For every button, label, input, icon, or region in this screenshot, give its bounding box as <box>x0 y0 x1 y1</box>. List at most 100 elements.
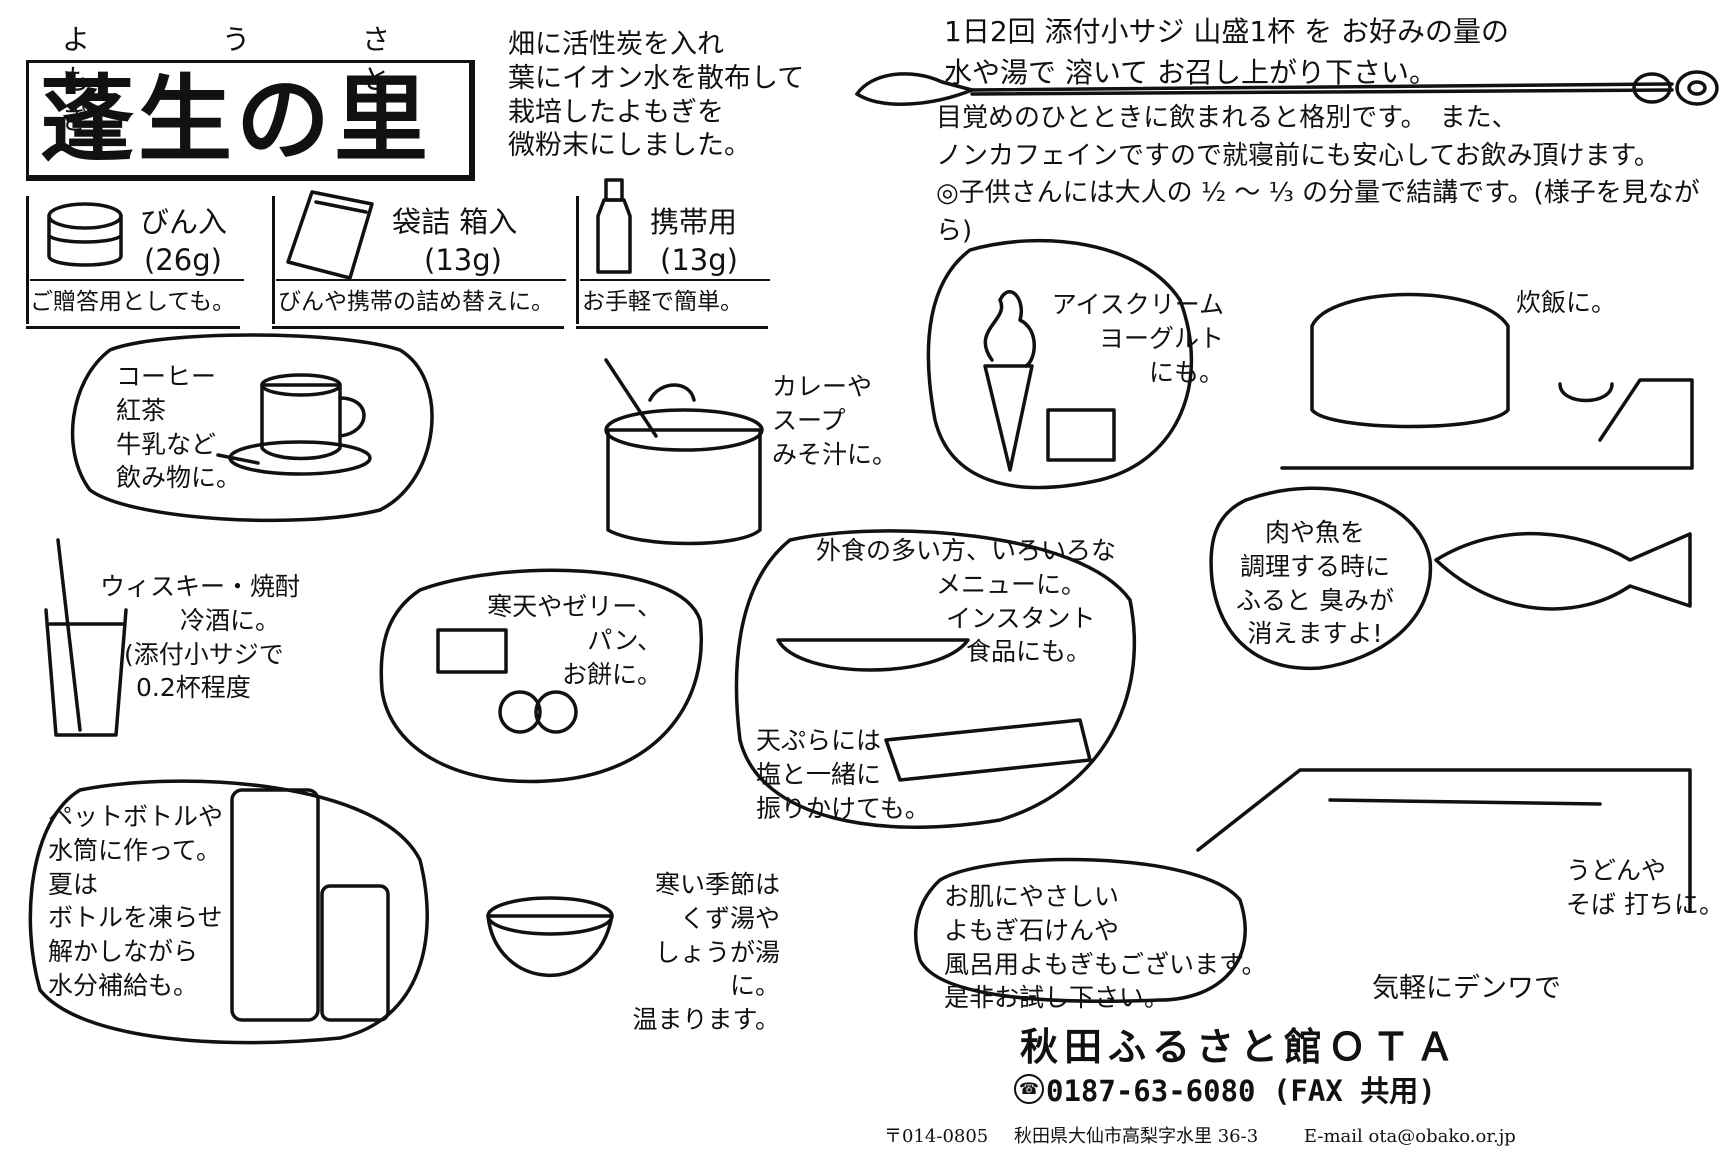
package-note: お手軽で簡単。 <box>582 289 743 315</box>
udon-note: うどんや そば 打ちに。 <box>1566 854 1724 922</box>
note-line: 外食の多い方、いろいろな <box>816 536 1117 565</box>
fish-note: 肉や魚を 調理する時に ふると 臭みが 消えますよ! <box>1220 516 1410 651</box>
note-line: 水筒に作って。 <box>48 835 222 865</box>
note-line: ボトルを凍らせ <box>48 903 223 933</box>
note-line: お餅に。 <box>561 659 662 689</box>
address: 秋田県大仙市高梨字水里 36-3 <box>1013 1126 1259 1147</box>
curry-note: カレーや スープ みそ汁に。 <box>772 370 897 471</box>
divider <box>276 279 566 281</box>
spoon-icon <box>855 70 1719 106</box>
usage-note: ◎子供さんには大人の ½ 〜 ⅓ の分量で結講です。(様子を見ながら) <box>936 178 1700 247</box>
package-name: 携帯用 <box>650 205 738 239</box>
usage-notes: 目覚めのひとときに飲まれると格別です。 また、 ノンカフェインですので就寝前にも… <box>936 100 1716 251</box>
note-line: 肉や魚を <box>1264 518 1365 547</box>
note-line: 温まります。 <box>632 1005 780 1034</box>
address-line: 〒014-0805 秋田県大仙市高梨字水里 36-3 E-mail ota@ob… <box>884 1122 1516 1148</box>
usage-note: 目覚めのひとときに飲まれると格別です。 また、 <box>936 103 1518 133</box>
note-line: 是非お試し下さい。 <box>944 983 1170 1013</box>
note-line: くず湯や <box>679 903 780 933</box>
intro-line: 畑に活性炭を入れ <box>508 29 724 60</box>
bottle-icon <box>596 178 632 274</box>
shop-name: 秋田ふるさと館ＯＴＡ <box>1020 1024 1461 1069</box>
note-line: 天ぷらには <box>756 726 882 755</box>
package-note: びんや携帯の詰め替えに。 <box>278 289 554 315</box>
note-line: アイスクリーム <box>1051 290 1224 319</box>
note-line: スープ <box>772 405 846 435</box>
package-size: (26g) <box>144 243 222 277</box>
note-line: 調理する時に <box>1239 551 1390 581</box>
note-line: ウィスキー・焼酎 <box>100 572 301 601</box>
note-line: 食品にも。 <box>966 637 1092 667</box>
note-line: 飲み物に。 <box>116 463 242 493</box>
divider <box>576 326 768 329</box>
phone-icon: ☎ <box>1014 1074 1044 1104</box>
ruby-u: う <box>222 23 251 56</box>
tempura-note: 天ぷらには 塩と一緒に 振りかけても。 <box>756 724 930 825</box>
intro-line: 微粉末にしました。 <box>508 130 751 162</box>
note-line: そば 打ちに。 <box>1566 889 1724 919</box>
divider <box>26 196 29 324</box>
note-line: (添付小サジで <box>124 639 284 669</box>
usage-line: 水や湯で 溶いて お召し上がり下さい。 <box>944 55 1437 89</box>
winter-note: 寒い季節は くず湯や しょうが湯に。 温まります。 <box>620 868 780 1037</box>
note-line: インスタント <box>946 603 1096 633</box>
divider <box>576 196 579 324</box>
icecream-note: アイスクリーム ヨーグルト にも。 <box>1044 288 1224 389</box>
note-line: しょうが湯に。 <box>654 937 780 1001</box>
note-line: メニューに。 <box>936 569 1087 599</box>
note-line: 風呂用よもぎもございます。 <box>944 949 1267 979</box>
note-line: 夏は <box>48 869 99 899</box>
note-line: お肌にやさしい <box>944 882 1120 911</box>
page-title: 蓬生の里 <box>40 65 433 175</box>
intro-line: 葉にイオン水を散布して <box>508 62 805 94</box>
bag-icon <box>286 190 374 280</box>
intro-line: 栽培したよもぎを <box>508 96 724 128</box>
kanten-note: 寒天やゼリー、 パン、 お餅に。 <box>472 590 662 691</box>
note-line: 0.2杯程度 <box>136 673 251 703</box>
note-line: 塩と一緒に <box>756 759 882 789</box>
divider <box>580 279 770 281</box>
note-line: 消えますよ! <box>1247 619 1383 649</box>
note-line: ペットボトルや <box>48 802 224 831</box>
note-line: 寒い季節は <box>654 870 780 899</box>
note-line: 振りかけても。 <box>756 793 930 823</box>
note-line: 寒天やゼリー、 <box>487 592 662 621</box>
package-size: (13g) <box>424 243 502 277</box>
note-line: 解かしながら <box>48 937 199 966</box>
call-text: 気軽にデンワで <box>1372 973 1561 1004</box>
note-line: うどんや <box>1566 856 1667 885</box>
note-line: コーヒー <box>116 362 217 391</box>
phone-number[interactable]: 0187-63-6080 (FAX 共用) <box>1046 1074 1436 1108</box>
soap-note: お肌にやさしい よもぎ石けんや 風呂用よもぎもございます。 是非お試し下さい。 <box>944 880 1267 1015</box>
package-name: 袋詰 箱入 <box>392 205 518 239</box>
package-size: (13g) <box>660 243 738 277</box>
intro-text: 畑に活性炭を入れ 葉にイオン水を散布して 栽培したよもぎを 微粉末にしました。 <box>508 28 808 163</box>
divider <box>30 279 244 281</box>
usage-instructions: 1日2回 添付小サジ 山盛1杯 を お好みの量の 水や湯で 溶いて お召し上がり… <box>944 12 1704 93</box>
dining-note: 外食の多い方、いろいろな メニューに。 インスタント 食品にも。 <box>816 534 1116 669</box>
note-line: カレーや <box>772 372 873 401</box>
divider <box>272 326 564 329</box>
usage-line: 1日2回 添付小サジ 山盛1杯 を お好みの量の <box>944 15 1510 48</box>
ruby-yomogi: よもぎ <box>62 23 91 136</box>
note-line: にも。 <box>1148 357 1224 387</box>
note-line: 紅茶 <box>116 395 167 425</box>
divider <box>272 196 275 324</box>
bottle-note: ペットボトルや 水筒に作って。 夏は ボトルを凍らせ 解かしながら 水分補給も。 <box>48 800 223 1003</box>
rice-note: 炊飯に。 <box>1516 286 1616 320</box>
note-line: ふると 臭みが <box>1236 585 1394 615</box>
divider <box>26 326 240 329</box>
note-line: ヨーグルト <box>1098 323 1224 353</box>
coffee-note: コーヒー 紅茶 牛乳など 飲み物に。 <box>116 360 241 495</box>
jar-icon <box>47 202 123 267</box>
note-line: みそ汁に。 <box>772 439 898 469</box>
title-frame <box>26 60 475 181</box>
note-line: 水分補給も。 <box>48 970 199 1000</box>
note-line: 牛乳など <box>116 429 217 459</box>
email[interactable]: E-mail ota@obako.or.jp <box>1303 1126 1516 1147</box>
usage-note: ノンカフェインですので就寝前にも安心してお飲み頂けます。 <box>936 140 1660 171</box>
postal-code: 〒014-0805 <box>884 1126 989 1147</box>
whisky-note: ウィスキー・焼酎 冷酒に。 (添付小サジで 0.2杯程度 <box>100 570 300 705</box>
note-line: 炊飯に。 <box>1516 288 1617 317</box>
